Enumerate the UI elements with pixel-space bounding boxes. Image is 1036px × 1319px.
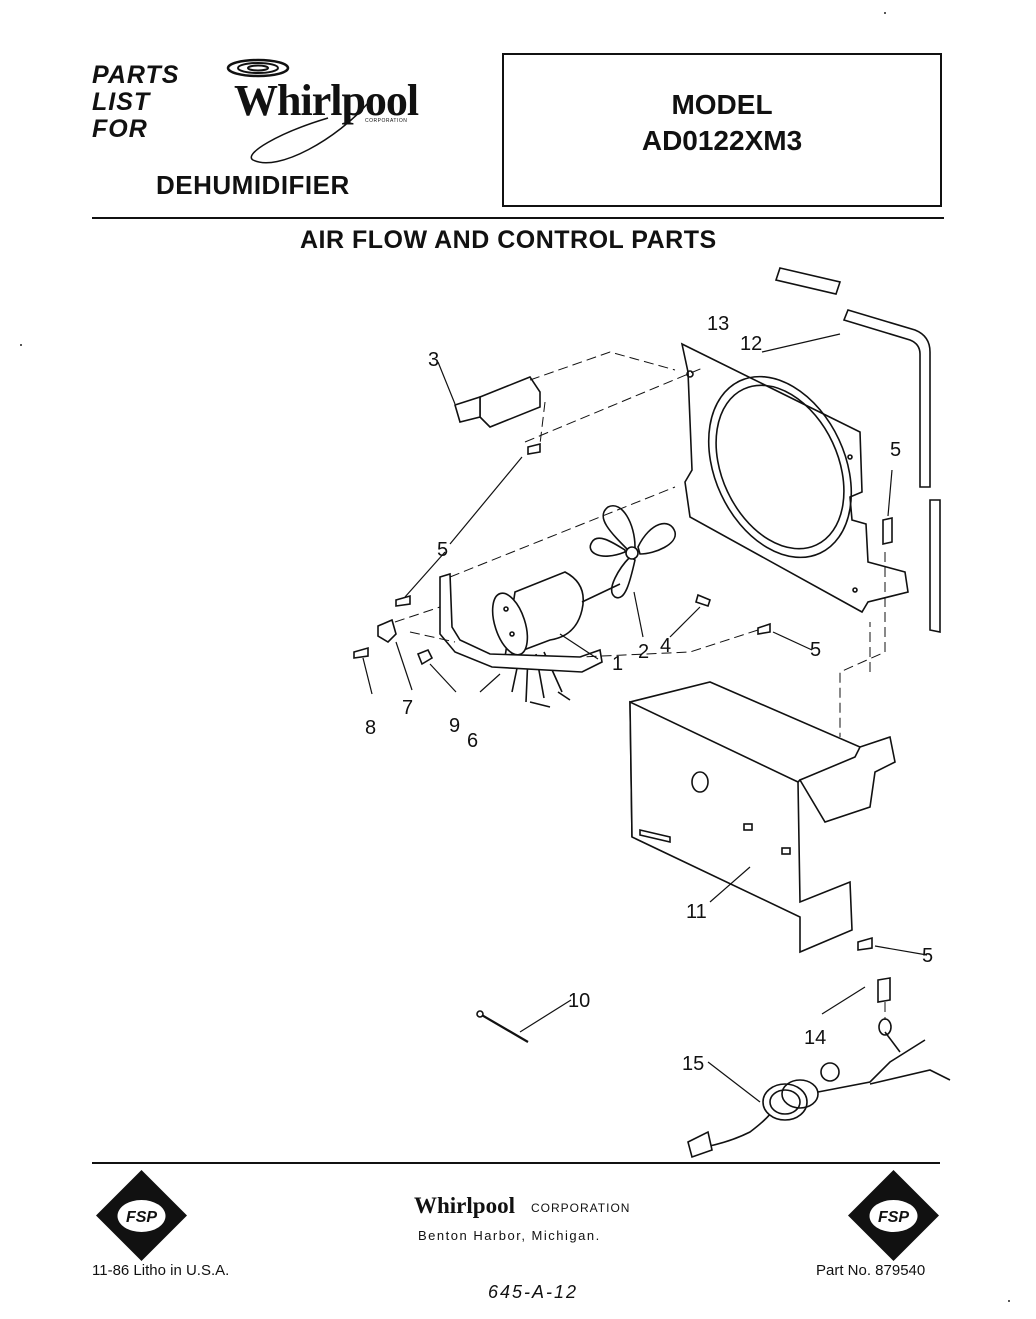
callout-5: 5: [437, 539, 448, 561]
for-word: FOR: [92, 115, 148, 143]
callout-10: 10: [568, 990, 590, 1012]
ground-screw: [877, 977, 892, 1036]
callout-6: 6: [467, 730, 478, 752]
parts-list-for: PARTS LIST FOR: [92, 62, 179, 143]
callout-5b: 5: [890, 439, 901, 461]
litho-note: 11-86 Litho in U.S.A.: [92, 1262, 230, 1279]
brand-corporation: CORPORATION: [365, 118, 408, 124]
model-label: MODEL: [671, 89, 773, 120]
brand-wordmark: Whirlpool: [234, 76, 419, 125]
callout-15: 15: [682, 1053, 704, 1075]
footer-divider: [92, 1162, 940, 1164]
fsp-badge-right: FSP: [848, 1170, 939, 1261]
callout-4: 4: [660, 635, 671, 657]
parts-word: PARTS: [92, 61, 180, 89]
callout-13: 13: [707, 313, 729, 335]
fsp-text-right: FSP: [878, 1209, 909, 1226]
footer-brand: Whirlpool: [414, 1193, 515, 1218]
bracket-3: [454, 376, 541, 428]
list-word: LIST: [92, 88, 151, 116]
fsp-badge-left: FSP: [96, 1170, 187, 1261]
model-number: AD0122XM3: [641, 125, 803, 156]
scan-speck: [1008, 1300, 1010, 1302]
model-box: MODEL AD0122XM3: [502, 53, 942, 207]
part-number: Part No. 879540: [816, 1262, 926, 1279]
product-name: DEHUMIDIFIER: [156, 170, 350, 200]
callout-5c: 5: [810, 639, 821, 661]
callout-3: 3: [428, 349, 439, 371]
header-divider: [92, 217, 944, 219]
footer-corporation: CORPORATION: [531, 1201, 631, 1215]
callout-7: 7: [402, 697, 413, 719]
callout-14: 14: [804, 1027, 826, 1049]
callout-2: 2: [638, 641, 649, 663]
base-pan: [629, 681, 896, 954]
scan-speck: [884, 12, 886, 14]
exploded-parts-diagram: 1 2 3 4 5 6 7 8 9 10 11 12 13 14 15 5 5 …: [353, 267, 951, 1159]
callout-11: 11: [686, 901, 707, 923]
gasket-strips: [774, 267, 941, 633]
fan-blade: [589, 504, 676, 599]
section-title: AIR FLOW AND CONTROL PARTS: [300, 226, 717, 254]
callout-9: 9: [449, 715, 460, 737]
motor-mount: [439, 572, 603, 673]
thermostat-10: [479, 1013, 529, 1043]
screw-8: [353, 646, 369, 659]
fsp-text-left: FSP: [126, 1209, 157, 1226]
motor: [491, 571, 621, 708]
handwritten-note: 645-A-12: [488, 1282, 579, 1302]
whirlpool-logo: [226, 58, 369, 164]
callout-1: 1: [612, 653, 623, 675]
callout-8: 8: [365, 717, 376, 739]
scan-speck: [20, 344, 22, 346]
callout-12: 12: [740, 333, 762, 355]
power-cord: [687, 1031, 951, 1159]
orifice-panel: [680, 342, 909, 614]
footer-city: Benton Harbor, Michigan.: [418, 1228, 601, 1243]
clip-7: [377, 618, 397, 644]
callout-5d: 5: [922, 945, 933, 967]
screw-4: [695, 593, 711, 608]
nut-9: [416, 648, 434, 666]
